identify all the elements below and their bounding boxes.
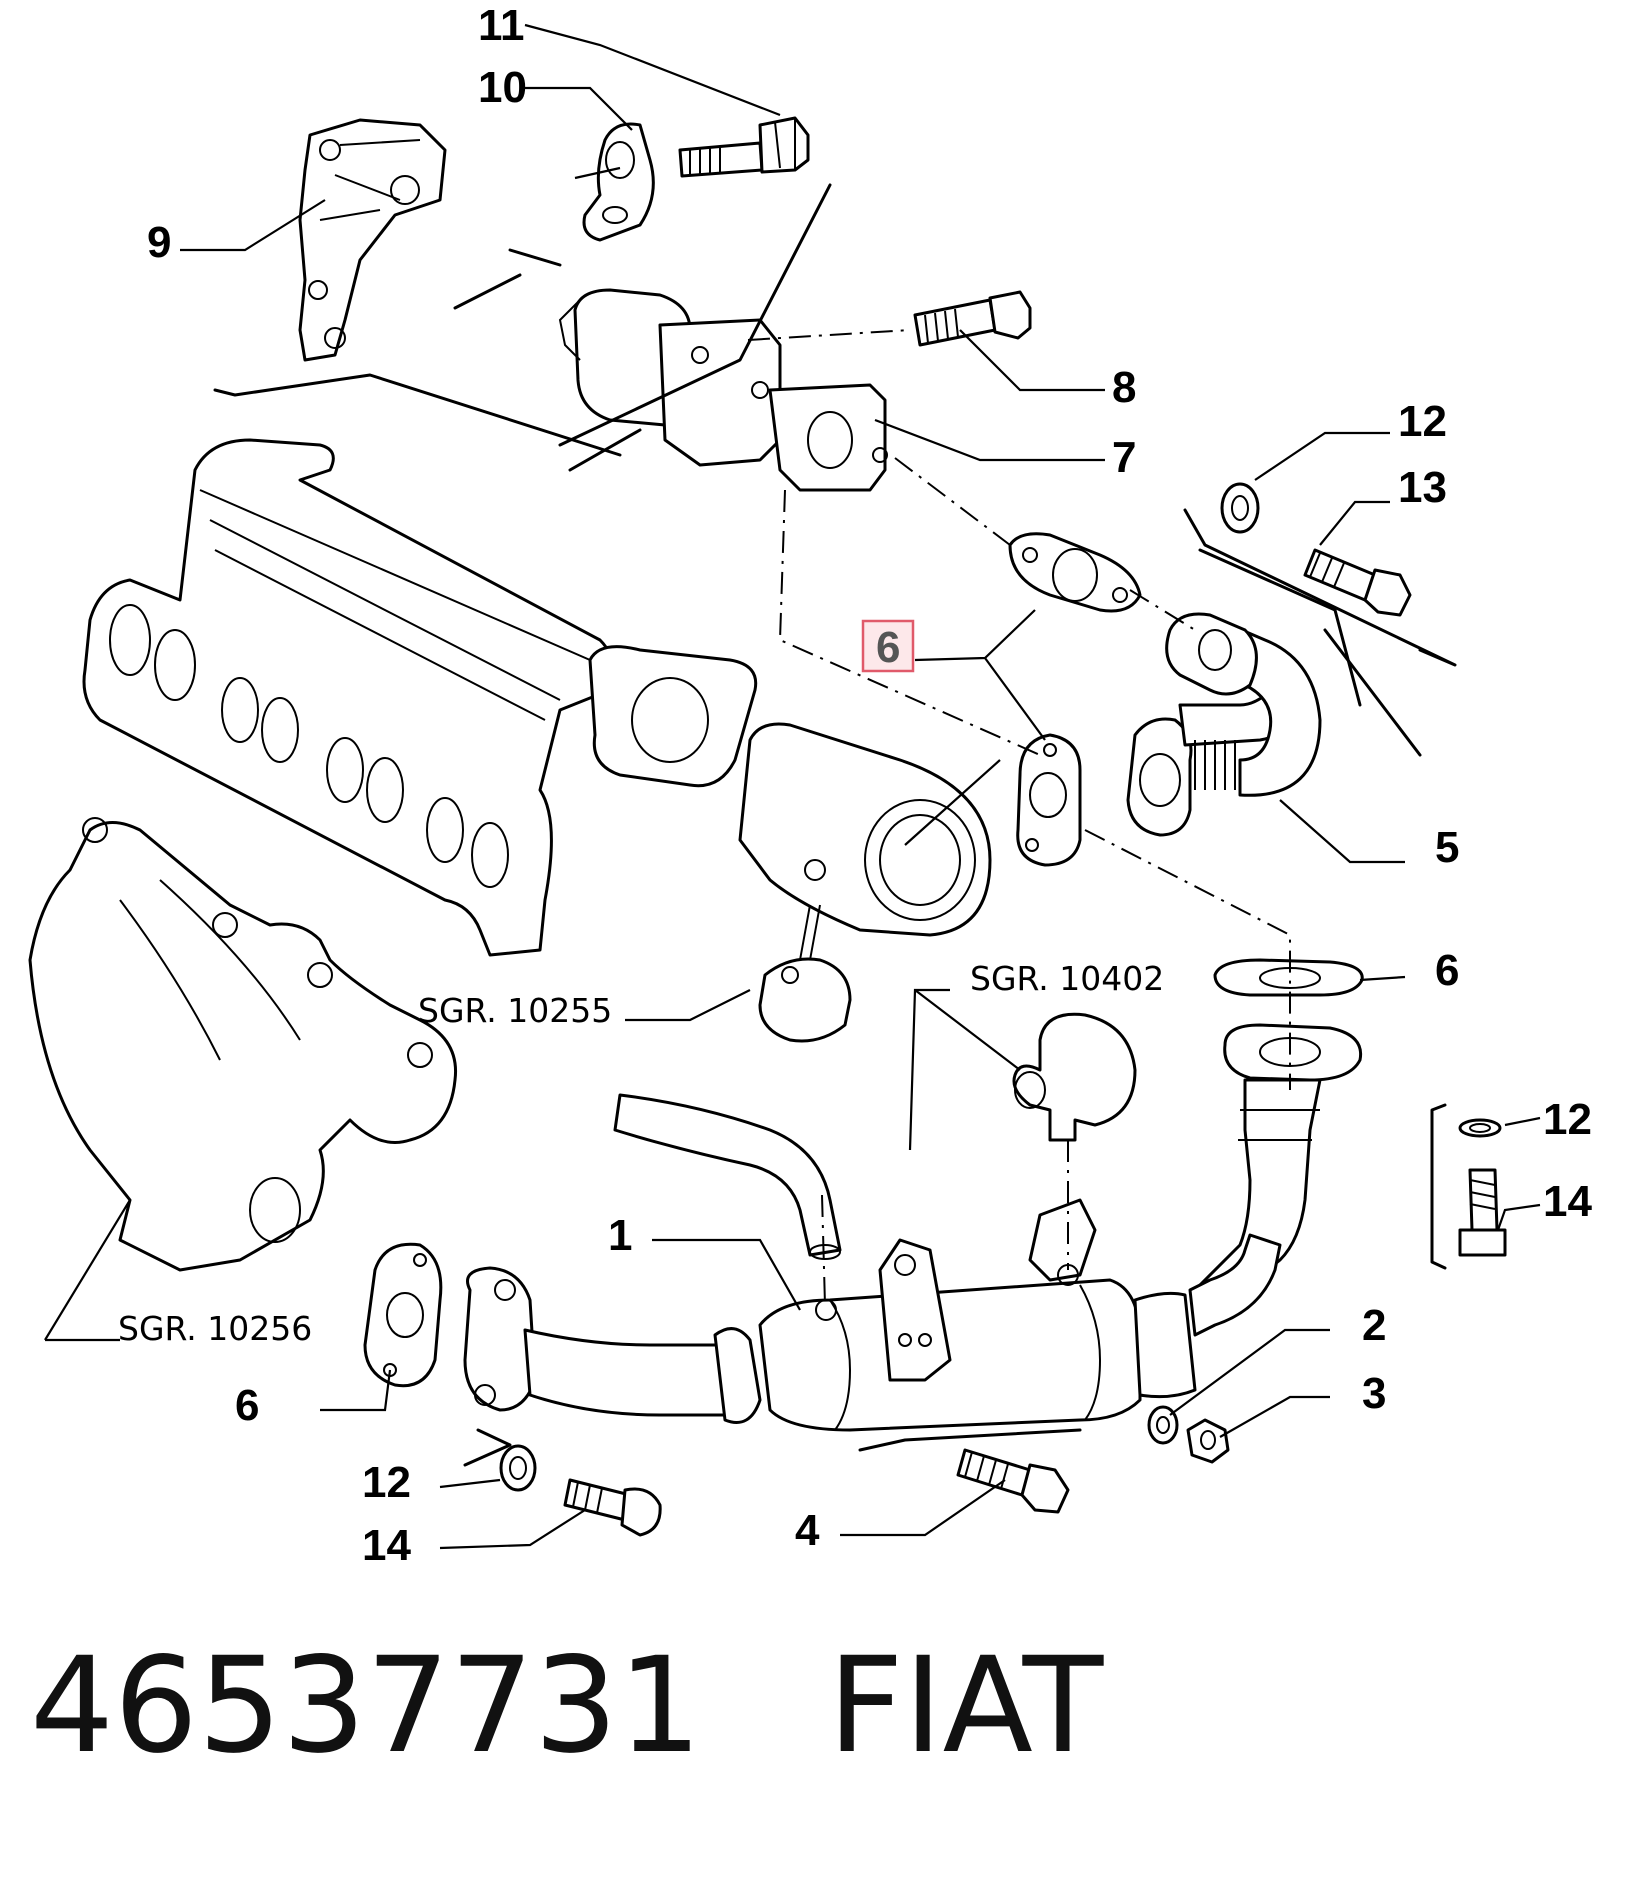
callout-11: 11 xyxy=(478,1,525,50)
washer-part-12-bottom xyxy=(499,1444,537,1492)
gasket-part-6-right xyxy=(1213,958,1364,997)
callout-12-top: 12 xyxy=(1398,397,1447,446)
bolt-part-14-right xyxy=(1458,1168,1507,1257)
egr-pipe-part-5 xyxy=(1126,612,1322,837)
bracket-part-9 xyxy=(298,118,447,362)
callout-12-right: 12 xyxy=(1543,1095,1592,1144)
callout-14-right: 14 xyxy=(1543,1177,1592,1226)
part-number: 46537731 xyxy=(30,1629,702,1783)
coolant-hose-right xyxy=(1012,1012,1137,1142)
callout-10: 10 xyxy=(478,63,527,112)
callout-6-highlighted[interactable]: 6 xyxy=(861,619,915,673)
reference-sgr-10256: SGR. 10256 xyxy=(118,1309,312,1348)
callout-8: 8 xyxy=(1112,363,1136,412)
callout-9: 9 xyxy=(147,218,171,267)
callout-6-right: 6 xyxy=(1435,946,1459,995)
bolt-part-14-bottom xyxy=(563,1478,662,1537)
callout-12-bottom: 12 xyxy=(362,1458,411,1507)
bolt-part-11 xyxy=(678,116,810,178)
intake-manifold xyxy=(82,438,992,1043)
callout-4: 4 xyxy=(795,1506,820,1555)
callout-6-left: 6 xyxy=(235,1381,259,1430)
egr-valve-part-7 xyxy=(558,288,888,492)
callout-3: 3 xyxy=(1362,1369,1386,1418)
clamp-part-10 xyxy=(582,122,655,242)
brand-name: FIAT xyxy=(827,1629,1104,1783)
group-bracket-right xyxy=(1430,1103,1447,1270)
bolt-part-13 xyxy=(1303,548,1412,617)
callout-2: 2 xyxy=(1362,1301,1386,1350)
gasket-part-6-left xyxy=(363,1242,443,1388)
leader-lines xyxy=(44,23,1541,1550)
exhaust-manifold xyxy=(28,817,458,1272)
egr-cooler-part-1 xyxy=(463,1198,1282,1432)
washer-part-12-right xyxy=(1458,1118,1502,1138)
center-lines xyxy=(747,329,1291,1306)
reference-sgr-10402: SGR. 10402 xyxy=(970,959,1164,998)
gasket-part-6-upper xyxy=(1008,532,1142,613)
bolt-part-4 xyxy=(956,1448,1070,1514)
callout-1: 1 xyxy=(608,1211,632,1260)
gasket-part-6-middle xyxy=(1016,733,1082,867)
coolant-hose-left xyxy=(613,1093,842,1260)
reference-sgr-10255: SGR. 10255 xyxy=(418,991,612,1030)
washer-part-2 xyxy=(1147,1405,1179,1445)
bolt-part-8 xyxy=(913,290,1032,347)
context-lines xyxy=(213,183,1457,1452)
washer-part-12-top xyxy=(1220,482,1260,534)
callout-13: 13 xyxy=(1398,463,1447,512)
callout-6-highlight-number: 6 xyxy=(876,623,900,672)
group-bracket-bottom xyxy=(463,1428,512,1467)
part-number-caption: 46537731 FIAT xyxy=(30,1640,1103,1772)
callout-5: 5 xyxy=(1435,823,1459,872)
callout-7: 7 xyxy=(1112,433,1136,482)
callout-14-bottom: 14 xyxy=(362,1521,411,1570)
nut-part-3 xyxy=(1186,1418,1230,1464)
